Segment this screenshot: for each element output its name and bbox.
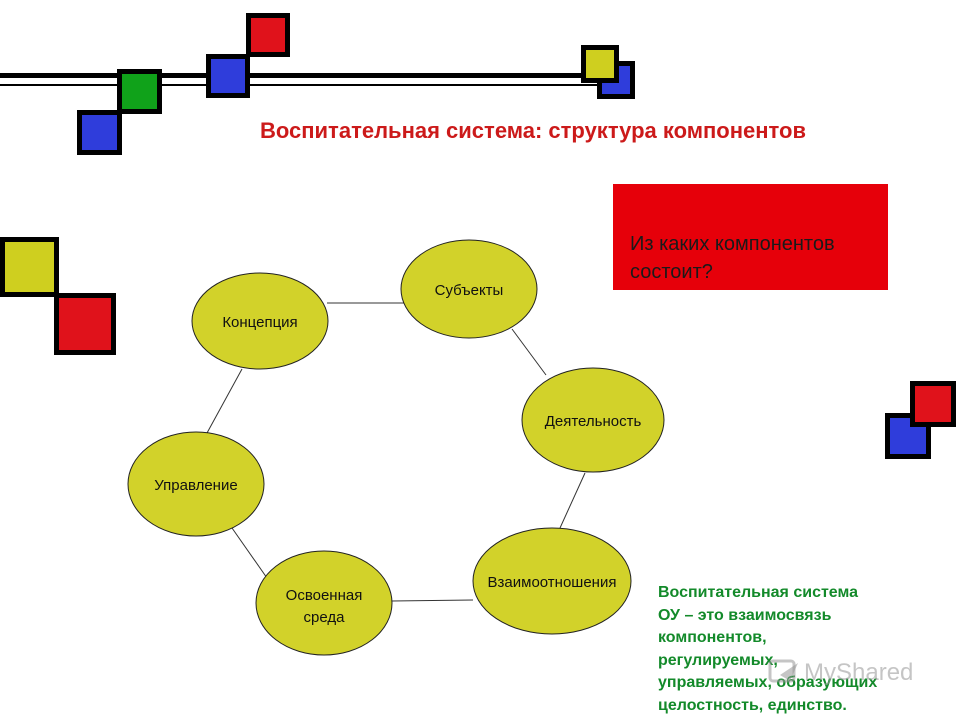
node-subekty: Субъекты [400,239,538,339]
definition-line: Воспитательная система [658,584,859,601]
myshared-logo-icon [768,659,798,683]
decor-square-blue [77,110,122,155]
node-osvoennaya-sreda: Освоенная среда [255,550,393,656]
node-label: среда [304,609,346,626]
node-koncepciya: Концепция [191,272,329,370]
decor-square-yellow [0,237,59,297]
watermark-text: MyShared [804,659,914,686]
definition-line: целостность, единство. [658,696,847,714]
page-title: Воспитательная система: структура компон… [259,118,807,143]
definition-line: управляемых, образующих [658,674,878,691]
question-line: состоит? [630,261,713,283]
question-box: Из каких компонентов состоит? [613,184,888,290]
decor-square-red [910,381,956,427]
top-divider-line-thin [0,84,612,86]
decor-square-green [117,69,162,114]
decor-square-red [54,293,116,355]
node-vzaimootnosheniya: Взаимоотношения [472,527,632,635]
definition-line: ОУ – это взаимосвязь [658,606,832,624]
top-divider-line [0,73,612,78]
decor-square-red [246,13,290,57]
node-upravlenie: Управление [127,431,265,537]
decor-square-blue [206,54,250,98]
question-line: Из каких компонентов [630,233,835,255]
node-label: Освоенная [286,587,363,604]
node-label: Субъекты [435,282,504,299]
node-label: Деятельность [545,413,642,430]
node-deyatelnost: Деятельность [521,367,665,473]
connector-line [559,472,586,529]
connector-line [206,368,243,434]
connector-line [511,328,547,376]
node-label: Управление [154,477,237,494]
watermark: MyShared [768,657,928,691]
decor-square-yellow [581,45,619,83]
node-label: Взаимоотношения [488,574,617,591]
definition-text: Воспитательная система ОУ – это взаимосв… [658,582,958,717]
definition-line: регулируемых, [658,651,778,669]
connector-line [231,527,268,579]
connector-line [391,599,474,602]
definition-line: компонентов, [658,629,767,646]
node-label: Концепция [222,314,297,331]
